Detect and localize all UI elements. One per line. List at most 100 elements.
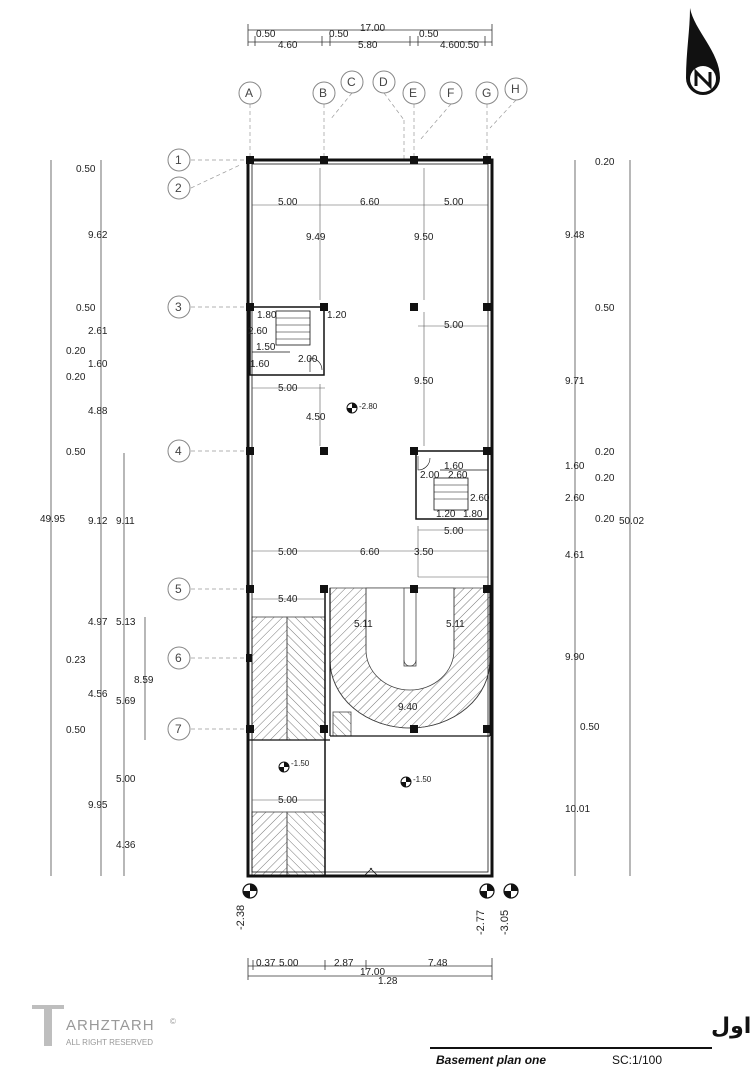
interior-dim: 5.11 (446, 619, 465, 630)
left-mid-dim: 5.69 (116, 696, 136, 707)
grid-column-bubbles (238, 70, 528, 105)
grid-label-6: 6 (175, 651, 182, 665)
interior-dim: 5.00 (444, 320, 464, 331)
bottom-dim: 0.37 (256, 958, 276, 969)
left-dim: 0.20 (66, 372, 86, 383)
left-mid-dim: 5.00 (116, 774, 136, 785)
right-dimension-lines (574, 160, 631, 876)
right-dim: 0.20 (595, 447, 615, 458)
interior-dim: 1.80 (463, 509, 483, 520)
interior-dim: 5.00 (278, 547, 298, 558)
top-dim: 0.50 (329, 29, 349, 40)
left-dimension-lines (50, 160, 146, 876)
grid-label-a: A (245, 86, 253, 100)
interior-dim: 9.50 (414, 376, 434, 387)
bottom-dimension-chain (247, 958, 493, 980)
site-level-mid: -2.77 (475, 910, 487, 935)
grid-label-7: 7 (175, 722, 182, 736)
interior-dim: 5.00 (278, 795, 298, 806)
watermark-copyright: © (170, 1017, 176, 1026)
grid-label-1: 1 (175, 153, 182, 167)
interior-dim: 1.50 (256, 342, 276, 353)
left-dim: 0.50 (66, 447, 86, 458)
interior-dim: 9.49 (306, 232, 326, 243)
left-inner-dim: 8.59 (134, 675, 154, 686)
bottom-dim: 2.87 (334, 958, 354, 969)
grid-label-b: B (319, 86, 327, 100)
left-mid-dim: 5.13 (116, 617, 136, 628)
top-dim: 4.60 (278, 40, 298, 51)
interior-dim: 5.00 (278, 383, 298, 394)
interior-dim: 1.80 (257, 310, 277, 321)
left-dim: 2.61 (88, 326, 108, 337)
top-dimension-chain (247, 24, 493, 46)
grid-label-f: F (447, 86, 454, 100)
title-english: Basement plan one (436, 1053, 546, 1067)
right-dim: 0.50 (595, 303, 615, 314)
north-arrow-icon (686, 8, 720, 95)
left-dim: 9.12 (88, 516, 108, 527)
grid-label-4: 4 (175, 444, 182, 458)
interior-dim: 5.00 (278, 197, 298, 208)
interior-dim: 5.00 (444, 197, 464, 208)
interior-dimension-lines (252, 168, 488, 801)
interior-dim: 1.20 (327, 310, 347, 321)
interior-dim: 2.60 (448, 470, 468, 481)
left-dim: 0.50 (66, 725, 86, 736)
left-dim: 4.88 (88, 406, 108, 417)
level-marker-main (346, 402, 358, 414)
bottom-extra-dim: 1.28 (378, 976, 398, 987)
interior-dim: 6.60 (360, 197, 380, 208)
bottom-dim: 7.48 (428, 958, 448, 969)
left-dim: 9.62 (88, 230, 108, 241)
left-overall-dim: 49.95 (40, 514, 65, 525)
left-dim: 1.60 (88, 359, 108, 370)
left-dim: 0.23 (66, 655, 86, 666)
interior-dim: 9.50 (414, 232, 434, 243)
interior-dim: 5.40 (278, 594, 298, 605)
structural-columns (246, 156, 491, 733)
left-dim: 9.95 (88, 800, 108, 811)
interior-dim: 4.50 (306, 412, 326, 423)
interior-dim: 6.60 (360, 547, 380, 558)
interior-dim: 1.60 (250, 359, 270, 370)
right-overall-dim: 50.02 (619, 516, 644, 527)
bottom-overall-dim: 17.00 (360, 967, 385, 978)
grid-label-e: E (409, 86, 417, 100)
level-marker-ramp (278, 761, 290, 773)
left-dim: 0.50 (76, 164, 96, 175)
grid-lines (190, 92, 517, 730)
grid-label-c: C (347, 75, 356, 89)
grid-label-2: 2 (175, 181, 182, 195)
grid-label-g: G (482, 86, 491, 100)
right-dim: 4.61 (565, 550, 585, 561)
grid-label-h: H (511, 82, 520, 96)
right-dim: 0.20 (595, 157, 615, 168)
right-dim: 0.50 (580, 722, 600, 733)
interior-dim: 3.50 (414, 547, 434, 558)
watermark-brand: ARHZTARH (66, 1017, 155, 1034)
site-level-markers (242, 883, 519, 899)
level-marker-parking (400, 776, 412, 788)
left-mid-dim: 4.36 (116, 840, 136, 851)
grid-label-5: 5 (175, 582, 182, 596)
bottom-dim: 5.00 (279, 958, 299, 969)
interior-dim: 5.00 (444, 526, 464, 537)
left-dim: 0.20 (66, 346, 86, 357)
top-dim: 0.50 (256, 29, 276, 40)
interior-dim: 2.60 (248, 326, 268, 337)
interior-dim: 1.20 (436, 509, 456, 520)
right-dim: 9.90 (565, 652, 585, 663)
top-dim: 0.50 (419, 29, 439, 40)
grid-row-bubbles (167, 148, 191, 741)
grid-label-3: 3 (175, 300, 182, 314)
interior-dim: 2.60 (470, 493, 490, 504)
left-mid-dim: 9.11 (116, 516, 135, 527)
grid-label-d: D (379, 75, 388, 89)
interior-dim: 9.40 (398, 702, 418, 713)
interior-dim: 2.00 (298, 354, 318, 365)
title-scale: SC:1/100 (612, 1053, 662, 1067)
left-dim: 4.56 (88, 689, 108, 700)
right-dim: 0.20 (595, 514, 615, 525)
